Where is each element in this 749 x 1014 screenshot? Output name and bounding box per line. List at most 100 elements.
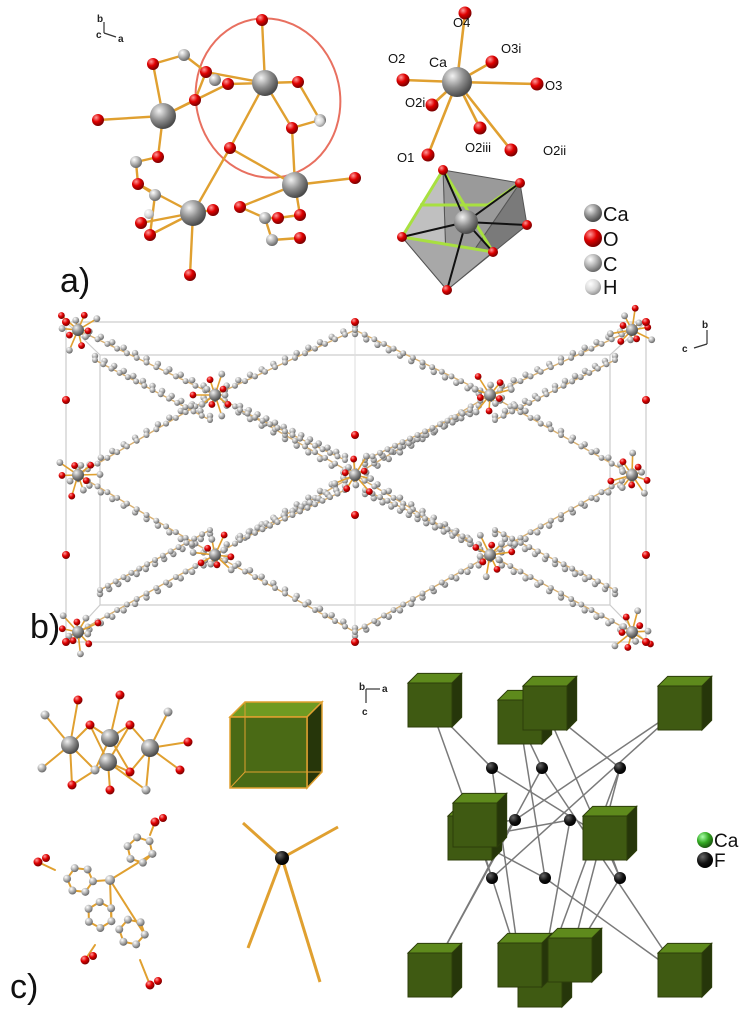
framework-oxygen	[635, 464, 642, 471]
framework-oxygen	[475, 373, 482, 380]
legend-ca-node-label: Ca	[714, 831, 739, 852]
framework-carbon	[439, 580, 445, 586]
label-o3: O3	[545, 78, 562, 93]
axis-label-c: c	[96, 30, 102, 41]
cube-front	[548, 938, 592, 982]
framework-carbon	[166, 529, 172, 535]
axis-label-c-panel-b: c	[682, 344, 688, 355]
framework-carbon	[609, 336, 615, 342]
framework-carbon	[113, 578, 119, 584]
sbu-oxygen-atom	[126, 768, 135, 777]
framework-carbon	[612, 642, 619, 649]
f-node	[486, 762, 498, 774]
framework-oxygen	[633, 335, 640, 342]
framework-carbon	[543, 553, 549, 559]
cube-side	[627, 806, 637, 860]
framework-carbon	[593, 448, 599, 454]
framework-ca	[209, 549, 221, 561]
framework-carbon	[569, 566, 575, 572]
coordination-oxygen	[426, 99, 439, 112]
framework-carbon	[400, 602, 406, 608]
legend-ca-node-ball	[697, 832, 713, 848]
sbu-carbon-atom	[142, 786, 151, 795]
framework-carbon	[258, 573, 264, 579]
framework-carbon	[467, 537, 473, 543]
framework-carbon	[498, 540, 505, 547]
framework-oxygen	[343, 485, 350, 492]
legend-h-label: H	[603, 277, 617, 299]
cube-side	[702, 676, 712, 730]
framework-carbon	[342, 332, 348, 338]
framework-carbon	[192, 563, 198, 569]
framework-carbon	[392, 501, 398, 507]
framework-carbon	[442, 374, 448, 380]
framework-oxygen	[62, 396, 70, 404]
framework-carbon	[410, 596, 416, 602]
framework-ca	[626, 469, 638, 481]
framework-carbon	[612, 357, 618, 363]
framework-carbon	[166, 396, 172, 402]
framework-carbon	[588, 449, 594, 455]
framework-carbon	[292, 355, 298, 361]
framework-oxygen	[644, 477, 651, 484]
framework-oxygen	[70, 637, 77, 644]
sbu-oxygen-atom	[106, 786, 115, 795]
framework-carbon	[397, 494, 403, 500]
ca-sbu-cluster	[38, 691, 193, 795]
framework-carbon	[458, 378, 464, 384]
framework-carbon	[245, 533, 251, 539]
framework-ca	[626, 626, 638, 638]
linker-carbon	[148, 850, 156, 858]
framework-oxygen	[220, 386, 227, 393]
panel-label-a: a)	[60, 262, 90, 300]
oxygen-atom	[294, 209, 306, 221]
panel-a: b c a Ca O4 O2 O3i O3 O2i O1 O2iii O2ii	[60, 5, 629, 300]
framework-oxygen	[59, 472, 66, 479]
framework-carbon	[460, 533, 466, 539]
framework-carbon	[422, 516, 428, 522]
linker-carbon	[68, 887, 76, 895]
framework-carbon	[120, 607, 126, 613]
framework-oxygen	[342, 469, 349, 476]
framework-carbon	[568, 438, 574, 444]
cube-side	[567, 676, 577, 730]
framework-carbon	[290, 512, 296, 518]
framework-oxygen	[642, 318, 650, 326]
linker-oxygen	[151, 818, 160, 827]
framework-carbon	[245, 411, 251, 417]
framework-carbon	[619, 484, 626, 491]
framework-carbon	[528, 415, 534, 421]
framework-carbon	[331, 480, 338, 487]
framework-carbon	[262, 580, 268, 586]
framework-carbon	[335, 491, 341, 497]
framework-carbon	[173, 529, 179, 535]
highlight-ellipse	[181, 5, 355, 191]
linker-carbon	[124, 916, 132, 924]
framework-carbon	[362, 624, 368, 630]
framework-oxygen	[642, 551, 650, 559]
framework-oxygen	[624, 644, 631, 651]
carbon-atom	[130, 156, 142, 168]
panel-label-c: c)	[10, 968, 38, 1006]
f-node	[536, 762, 548, 774]
framework-carbon	[173, 574, 179, 580]
legend-h-ball	[585, 279, 601, 295]
coordination-oxygen	[486, 56, 499, 69]
framework-carbon	[335, 453, 341, 459]
framework-carbon	[632, 638, 639, 645]
framework-carbon	[153, 426, 159, 432]
framework-carbon	[422, 428, 428, 434]
axis-label-b-panel-c: b	[359, 682, 365, 693]
framework-carbon	[568, 506, 574, 512]
linker-carbon	[107, 904, 115, 912]
label-o2i: O2i	[405, 95, 425, 110]
framework-carbon	[371, 336, 377, 342]
framework-carbon	[312, 443, 318, 449]
framework-carbon	[312, 501, 318, 507]
framework-carbon	[429, 585, 435, 591]
framework-carbon	[117, 370, 123, 376]
framework-carbon	[510, 377, 516, 383]
framework-carbon	[558, 432, 564, 438]
framework-carbon	[588, 346, 594, 352]
oxygen-atom	[144, 229, 156, 241]
